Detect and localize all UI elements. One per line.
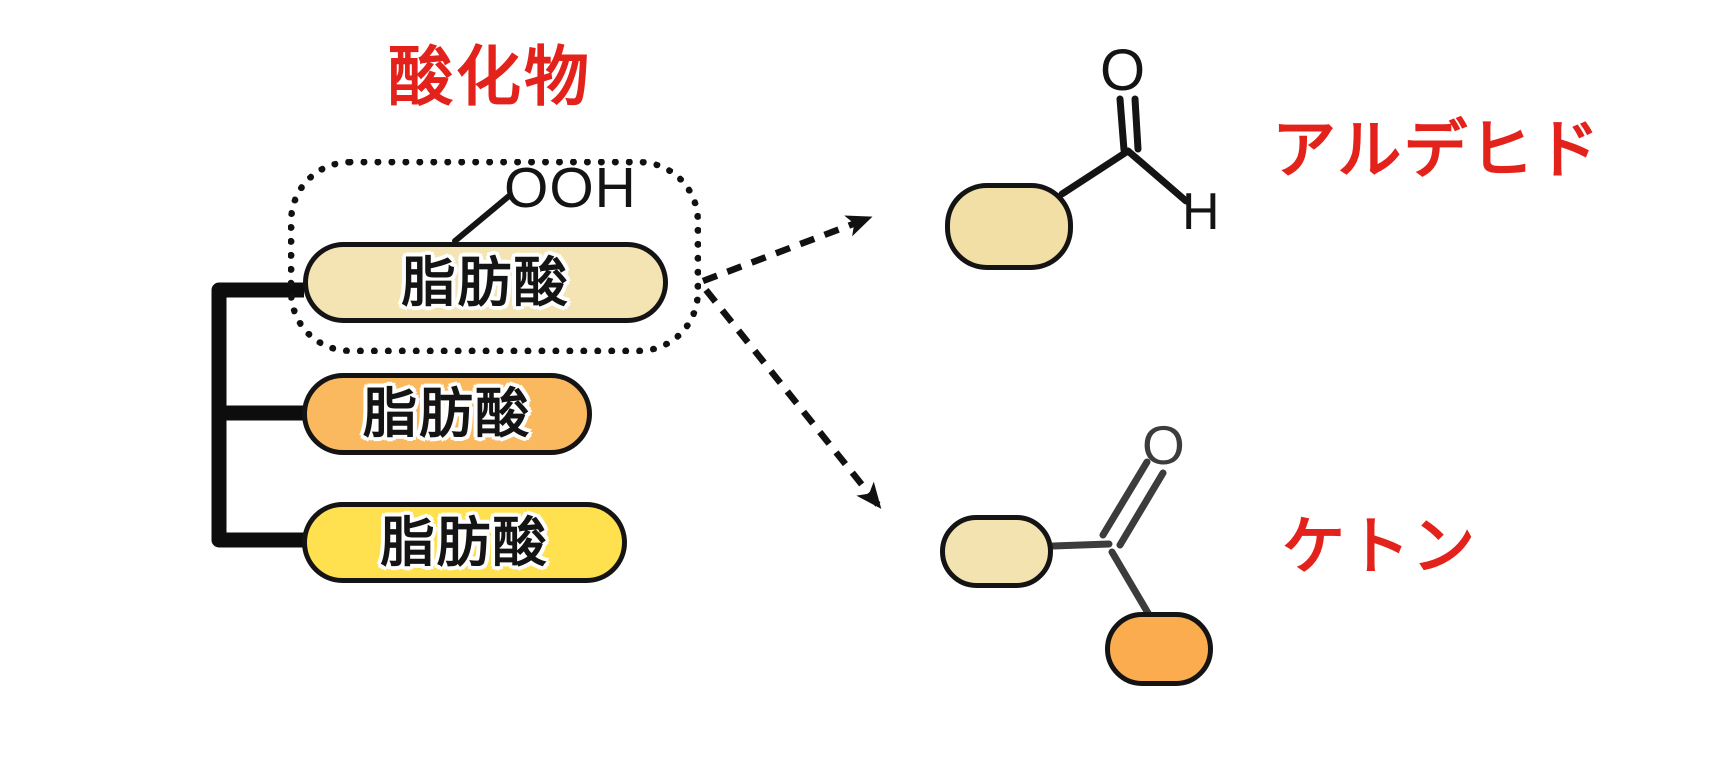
diagram-title: 酸化物	[388, 40, 593, 113]
aldehyde-label: アルデヒド	[1272, 114, 1602, 186]
aldehyde-residue-blob	[945, 183, 1073, 270]
bracket-connector	[211, 282, 304, 548]
fatty-acid-pill-orange: 脂肪酸	[302, 373, 592, 455]
hydroperoxide-label: OOH	[504, 156, 637, 220]
ketone-oxygen-atom: O	[1142, 414, 1185, 476]
ketone-label: ケトン	[1282, 512, 1477, 582]
ketone-residue-blob-left	[940, 515, 1053, 588]
aldehyde-hydrogen-atom: H	[1182, 183, 1220, 241]
fatty-acid-pill-oxidized: 脂肪酸	[303, 242, 668, 323]
dashed-arrow-to-aldehyde	[701, 214, 873, 285]
aldehyde-bonds	[1058, 95, 1190, 205]
dashed-arrow-to-ketone	[703, 287, 882, 509]
oxidized-group-outline	[288, 159, 701, 354]
ketone-bonds	[1049, 458, 1167, 617]
fatty-acid-pill-yellow: 脂肪酸	[302, 502, 627, 583]
aldehyde-oxygen-atom: O	[1100, 38, 1146, 103]
ketone-residue-blob-right	[1105, 612, 1213, 686]
